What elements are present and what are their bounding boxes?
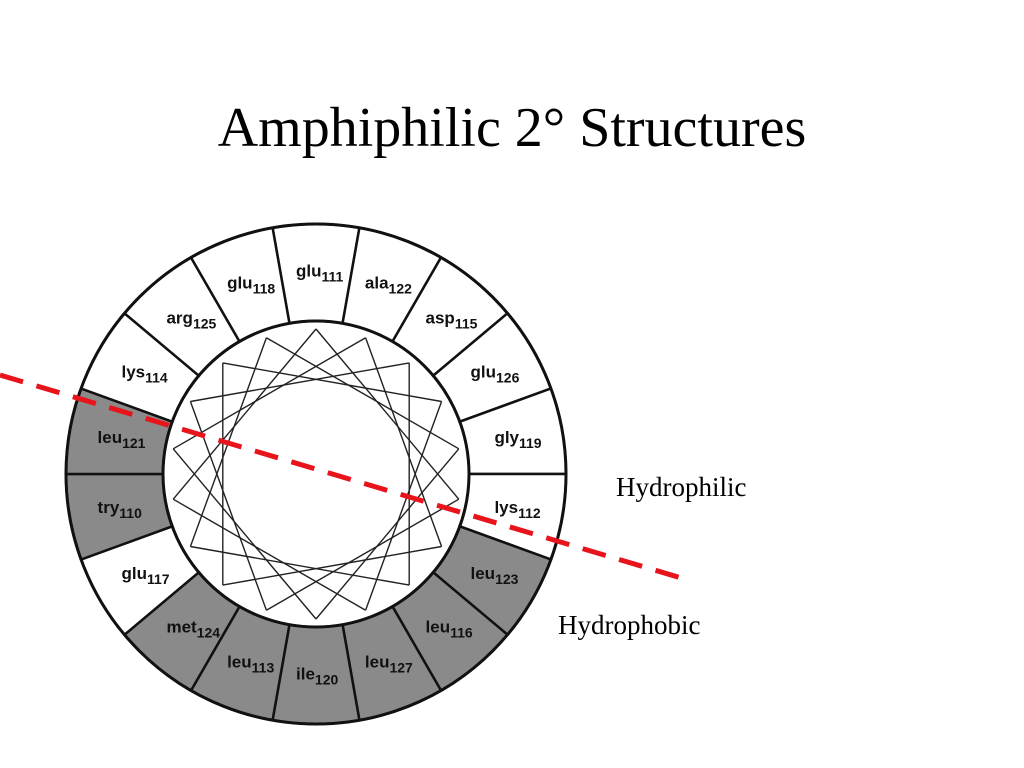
residue-label: leu121 xyxy=(98,428,146,451)
residue-label: arg125 xyxy=(166,309,216,332)
wheel-rings xyxy=(64,222,568,726)
helix-connection xyxy=(172,498,366,611)
wheel-segments: glu111 ala122 asp115 glu126 gly119 lys112 leu1… xyxy=(64,222,568,726)
residue-label: glu126 xyxy=(471,362,520,385)
residue-label: leu127 xyxy=(365,652,413,675)
helix-connection xyxy=(172,337,366,450)
helix-connection xyxy=(266,498,460,611)
residue-label: leu123 xyxy=(471,564,519,587)
residue-label: try110 xyxy=(98,498,143,521)
residue-label: lys112 xyxy=(494,498,540,521)
residue-label: leu113 xyxy=(227,652,274,675)
wheel-ring xyxy=(161,319,471,629)
helix-connection xyxy=(315,328,460,500)
residue-label: lys114 xyxy=(121,362,167,385)
helix-connection xyxy=(266,337,460,450)
residue-label: met124 xyxy=(166,617,220,640)
residue-label: leu116 xyxy=(426,617,473,640)
helix-connection xyxy=(364,337,443,547)
residue-label: ile120 xyxy=(296,665,338,688)
helix-connection xyxy=(190,545,410,586)
helix-connection xyxy=(315,448,460,620)
residue-label: glu111 xyxy=(296,262,344,285)
wheel-ring xyxy=(64,222,568,726)
residue-label: ala122 xyxy=(365,274,412,297)
residue-label: glu118 xyxy=(227,274,275,297)
helix-connection xyxy=(172,448,317,620)
helix-connection xyxy=(222,545,442,586)
residue-label: glu117 xyxy=(121,564,169,587)
helix-connection xyxy=(172,328,317,500)
hydrophobic-label: Hydrophobic xyxy=(558,610,701,640)
hydrophilic-label: Hydrophilic xyxy=(616,472,747,502)
helix-connection xyxy=(190,362,410,403)
residue-label: asp115 xyxy=(426,309,478,332)
helix-connection xyxy=(222,362,442,403)
slide-title: Amphiphilic 2° Structures xyxy=(217,97,807,159)
helix-connection xyxy=(364,401,443,611)
amphiphilic-divider-line xyxy=(0,372,689,583)
residue-label: gly119 xyxy=(494,428,541,451)
helix-connection-lines xyxy=(172,328,460,620)
